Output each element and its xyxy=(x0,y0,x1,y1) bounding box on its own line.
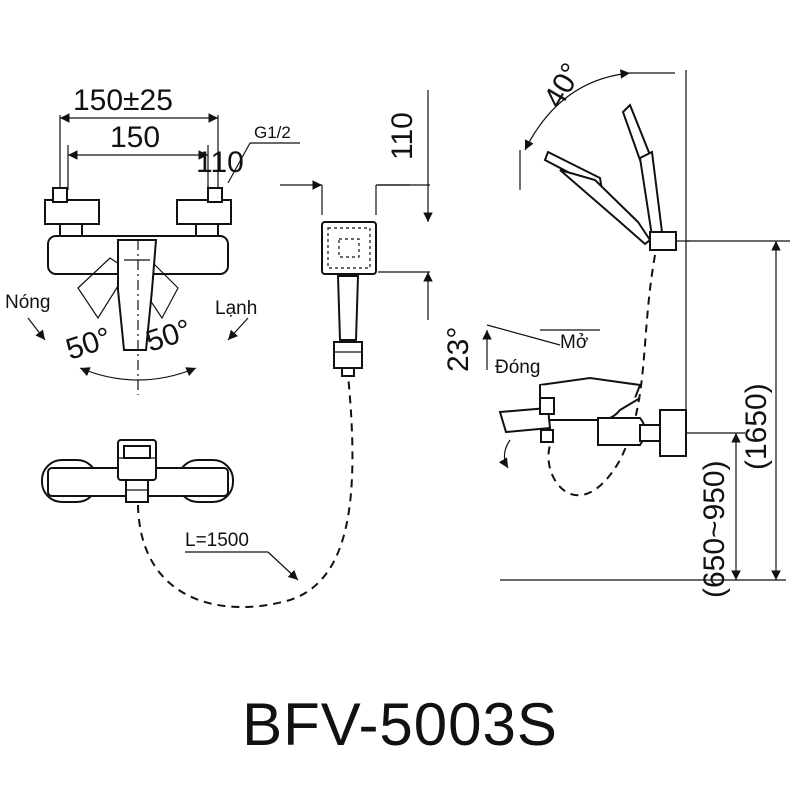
angle-hot-label: 50° xyxy=(62,321,115,366)
total-height-label: (1650) xyxy=(740,383,773,470)
cold-label: Lạnh xyxy=(215,298,257,319)
open-label: Mở xyxy=(560,332,588,353)
shower-head xyxy=(321,221,377,275)
hose: L=1500 xyxy=(137,374,354,608)
top-view xyxy=(41,439,234,503)
hand-shower: 110 110 xyxy=(196,90,433,377)
side-view: 40° 23° Mở Đóng xyxy=(442,58,790,598)
dim-overall-label: 150±25 xyxy=(73,84,173,117)
dim-depth-label: 110 xyxy=(196,146,244,179)
thread-label: G1/2 xyxy=(254,123,291,142)
hose-length-label: L=1500 xyxy=(185,530,249,551)
hot-label: Nóng xyxy=(5,292,50,313)
tilt-angle-label: 40° xyxy=(537,58,588,114)
front-view: 150±25 150 G1/2 Nóng Lạnh 50° 50° xyxy=(5,84,300,395)
model-number: BFV-5003S xyxy=(242,691,558,758)
close-label: Đóng xyxy=(495,357,540,378)
mixer-height-label: (650~950) xyxy=(698,460,731,598)
lever-angle-label: 23° xyxy=(442,327,475,372)
lever-handle xyxy=(117,239,158,351)
dim-head-label: 110 xyxy=(386,112,419,160)
dim-center-label: 150 xyxy=(110,121,160,154)
